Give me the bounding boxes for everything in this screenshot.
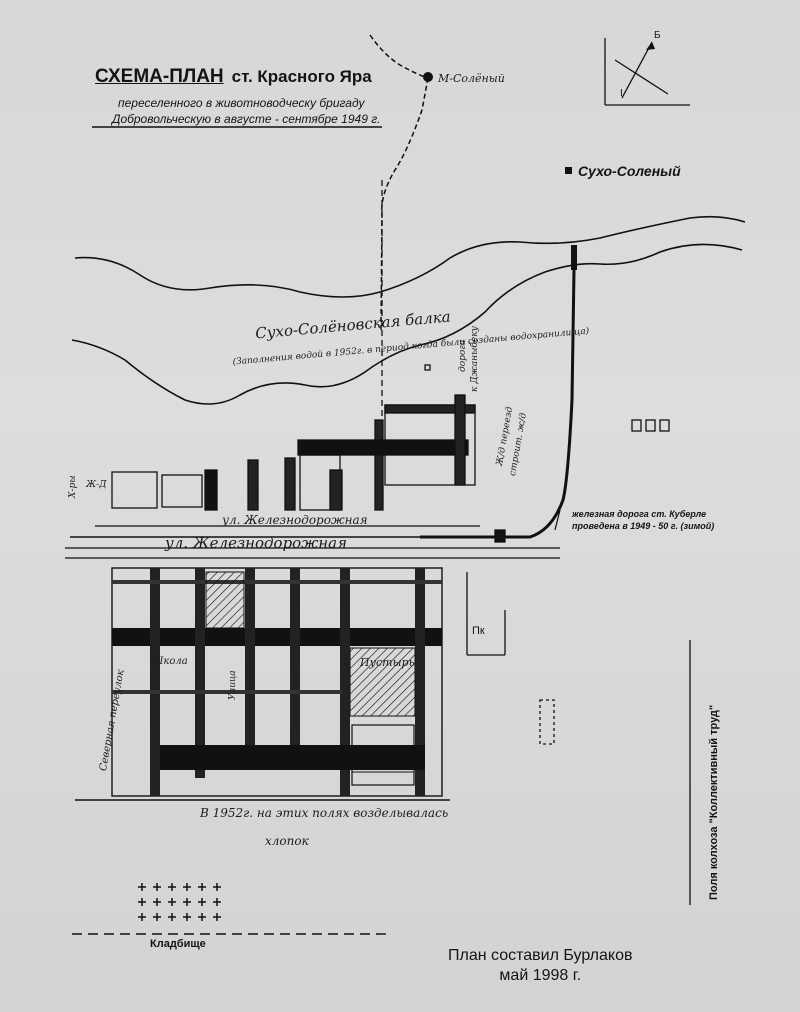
railway-annotation: железная дорога ст. Куберле проведена в … [572,508,714,532]
railway-pointer [554,509,561,531]
label-pustyr: Пустырь [360,656,415,669]
compass-letter-b: Б [654,30,661,41]
label-small-road: дорога [458,339,468,372]
label-field-note-2: хлопок [265,834,309,848]
label-small-road-2: к Джаныбеку [470,326,480,392]
label-street-top: ул. Железнодорожная [222,513,368,527]
northern-quarter [111,364,506,543]
map-title: СХЕМА-ПЛАН ст. Красного Яра [95,66,372,88]
title-line-2: Добровольческую в августе - сентябре 194… [112,112,381,126]
cemetery-crosses-icon [138,883,221,921]
label-mid-street: Улица [228,670,238,700]
railway-annotation-line-1: железная дорога ст. Куберле [572,509,707,519]
southern-quarters [111,567,443,797]
sukho-soleny-square-icon [565,167,572,174]
label-school: Школа [152,656,188,667]
title-line-1: переселенного в животноводческу бригаду [118,96,365,110]
map-title-main: СХЕМА-ПЛАН [95,66,224,87]
credit-line-1: План составил Бурлаков [448,947,633,964]
three-small-squares [631,419,670,432]
label-sukho-soleny: Сухо-Соленый [578,163,681,179]
road-to-m-soleny [380,77,429,331]
label-dom: Х-ры [68,475,78,498]
railway-annotation-line-2: проведена в 1949 - 50 г. (зимой) [572,521,715,531]
credit-line-2: май 1998 г. [499,967,582,984]
compass-letter-i: І [620,88,623,99]
label-m-soleny: М-Солёный [438,72,505,85]
road-dashed-north [369,34,429,79]
right-side-shapes [466,572,691,905]
map-credit: План составил Бурлаков май 1998 г. [448,946,633,986]
balka-lower-line [71,243,743,405]
label-shop: Ж-Д [86,480,107,490]
compass-rose-icon [604,38,690,106]
m-soleny-dot-icon [423,72,433,82]
label-field-note: В 1952г. на этих полях возделывалась [200,806,449,820]
label-pk: Пк [472,625,485,637]
label-cemetery: Кладбище [150,938,206,950]
label-kolkhoz-field: Поля колхоза "Коллективный труд" [708,704,720,900]
balka-upper-line [74,215,746,298]
label-street-main: ул. Железнодорожная [165,534,348,552]
map-title-subtitle: ст. Красного Яра [231,67,372,86]
railway-line [420,269,576,539]
